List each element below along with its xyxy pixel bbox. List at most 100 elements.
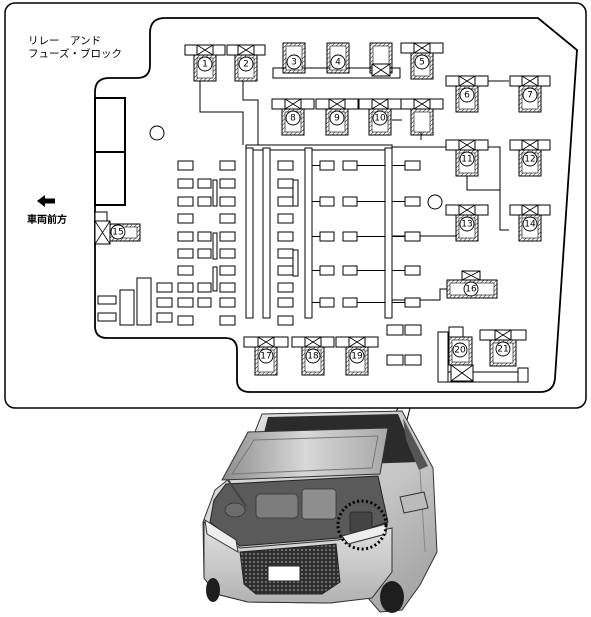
fuse — [177, 315, 194, 326]
fuse — [277, 315, 294, 326]
relay-terminal-cross — [521, 139, 539, 151]
car-illustration — [202, 410, 438, 613]
fuse — [219, 178, 236, 189]
fuse — [219, 248, 236, 259]
relay-terminal-cross — [521, 204, 539, 216]
fuse — [177, 178, 194, 189]
fuse — [197, 231, 212, 242]
relay-number-label: 19 — [351, 352, 363, 362]
headlight-left — [204, 518, 239, 553]
relay-number-label: 21 — [497, 345, 508, 355]
fuse — [156, 297, 173, 308]
relay-number-circle — [459, 151, 475, 167]
busbar-vertical — [262, 147, 271, 319]
relay-number-label: 1 — [202, 60, 208, 70]
fuse — [277, 297, 294, 308]
fuse — [386, 324, 404, 336]
fuse — [97, 312, 117, 322]
fuse — [177, 282, 194, 293]
relay-terminal-cross — [328, 98, 346, 110]
fuse — [319, 265, 335, 276]
car-hood-open — [221, 427, 389, 481]
relay-terminal-cross — [413, 42, 431, 54]
fuse — [219, 196, 236, 207]
vehicle-front-label: 車両前方 — [27, 213, 67, 226]
fuse — [197, 248, 212, 259]
fuse — [319, 160, 335, 171]
engine-part — [301, 488, 337, 520]
relay-number-circle — [452, 342, 468, 358]
relay-terminal-cross — [257, 336, 275, 348]
fuse — [319, 297, 335, 308]
relay-number-circle — [372, 110, 388, 126]
fuse — [197, 178, 212, 189]
relay-number-label: 7 — [527, 91, 533, 101]
relay-number-label: 4 — [335, 58, 341, 68]
relay-terminal-cross — [371, 63, 391, 77]
busbar-vertical — [304, 147, 313, 319]
arrow-left-icon — [37, 195, 55, 207]
relay-terminal-small — [94, 211, 108, 222]
fuse-connector — [292, 249, 299, 277]
fuse — [277, 196, 294, 207]
relay-number-label: 10 — [374, 114, 386, 124]
relay-number-circle — [349, 348, 365, 364]
fuse-large — [119, 289, 135, 326]
engine-cover — [255, 493, 299, 519]
relay-number-label: 12 — [524, 155, 535, 165]
relay-number-circle — [305, 348, 321, 364]
relay-number-label: 8 — [290, 114, 296, 124]
fuse-large — [136, 277, 152, 326]
mounting-hole — [149, 125, 165, 141]
relay-number-circle — [258, 348, 274, 364]
fuse — [277, 248, 294, 259]
fuse — [177, 160, 194, 171]
relay-body-inner — [413, 111, 431, 133]
busbar-vertical — [384, 147, 393, 319]
fuse — [197, 282, 212, 293]
fuse — [319, 231, 335, 242]
car-hood-inner — [231, 435, 379, 475]
fuse-connector — [212, 179, 218, 207]
relay-terminal-cross — [521, 75, 539, 87]
wire — [199, 81, 244, 145]
relay-number-label: 11 — [461, 155, 472, 165]
relay-number-label: 18 — [307, 352, 319, 362]
side-mirror — [399, 491, 429, 514]
engine-cap — [224, 502, 246, 518]
relay-number-circle — [463, 281, 479, 297]
relay-number-circle — [459, 216, 475, 232]
relay-number-label: 9 — [334, 114, 340, 124]
relay-terminal-cross — [413, 98, 431, 110]
relay-number-circle — [110, 224, 126, 240]
relay-terminal-cross — [348, 336, 366, 348]
fuse — [277, 231, 294, 242]
relay-terminal-cross — [461, 270, 481, 281]
fuse — [156, 282, 173, 293]
fuse — [219, 213, 236, 224]
fuse — [177, 248, 194, 259]
fuse — [386, 354, 404, 366]
fuse — [177, 213, 194, 224]
relay-number-circle — [238, 56, 254, 72]
fuse — [277, 160, 294, 171]
fuse — [342, 265, 358, 276]
fuse — [277, 282, 294, 293]
relay-terminal-cross — [304, 336, 322, 348]
block-title-line-1: リレー アンド — [28, 35, 101, 47]
relay-number-circle — [329, 110, 345, 126]
relay-number-label: 14 — [524, 220, 536, 230]
fuse — [342, 160, 358, 171]
relay-number-label: 6 — [464, 91, 470, 101]
wheel-front-left — [206, 578, 220, 602]
relay-terminal-cross — [450, 364, 474, 382]
relay-number-label: 20 — [454, 346, 466, 356]
relay-number-circle — [522, 151, 538, 167]
relay-terminal-cross — [458, 75, 476, 87]
mounting-hole — [427, 194, 443, 210]
relay-bracket — [437, 331, 449, 383]
relay-terminal-cross — [196, 44, 214, 56]
relay-terminal-cross — [94, 220, 111, 245]
fuse — [404, 297, 421, 308]
fuse — [404, 324, 422, 336]
